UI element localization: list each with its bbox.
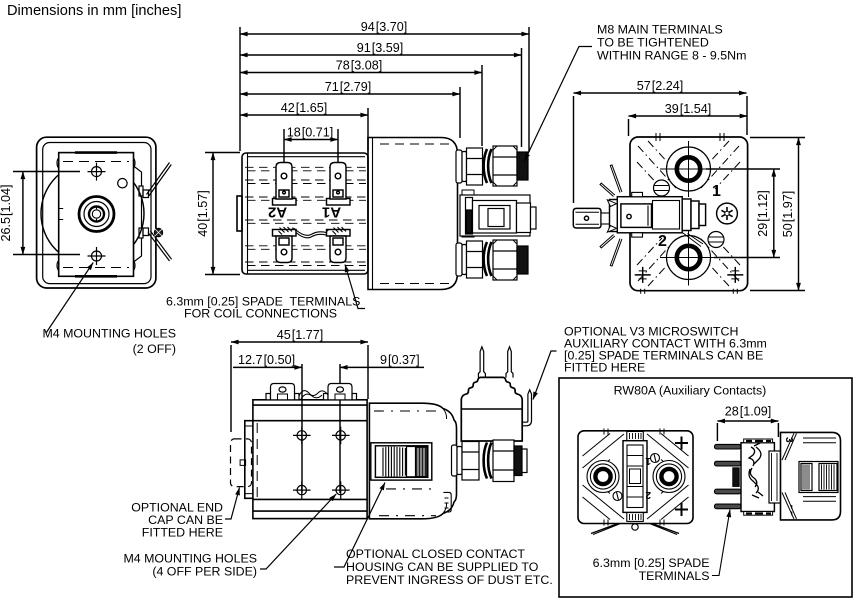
svg-text:TO BE TIGHTENED: TO BE TIGHTENED <box>597 36 709 50</box>
svg-text:91 [3.59]: 91 [3.59] <box>357 41 404 55</box>
svg-text:50 [1.97]: 50 [1.97] <box>781 191 795 238</box>
svg-text:2: 2 <box>658 233 667 250</box>
svg-text:45 [1.77]: 45 [1.77] <box>277 328 324 342</box>
svg-text:39 [1.54]: 39 [1.54] <box>665 102 712 116</box>
svg-text:RW80A (Auxiliary Contacts): RW80A (Auxiliary Contacts) <box>614 384 767 398</box>
svg-text:78 [3.08]: 78 [3.08] <box>336 59 383 73</box>
svg-text:29 [1.12]: 29 [1.12] <box>756 190 770 237</box>
svg-text:42 [1.65]: 42 [1.65] <box>281 101 328 115</box>
svg-text:18 [0.71]: 18 [0.71] <box>287 126 334 140</box>
svg-text:TERMINALS: TERMINALS <box>639 569 710 583</box>
svg-text:(2 OFF): (2 OFF) <box>133 342 176 356</box>
svg-text:M4 MOUNTING HOLES: M4 MOUNTING HOLES <box>42 327 176 341</box>
svg-text:PREVENT INGRESS OF DUST ETC.: PREVENT INGRESS OF DUST ETC. <box>346 573 553 587</box>
svg-text:OPTIONAL END: OPTIONAL END <box>131 501 223 515</box>
svg-text:12.7 [0.50]: 12.7 [0.50] <box>238 353 295 367</box>
svg-text:6.3mm [0.25] SPADE TERMINALS: 6.3mm [0.25] SPADE TERMINALS <box>166 295 360 309</box>
svg-text:40 [1.57]: 40 [1.57] <box>196 190 210 237</box>
svg-text:OPTIONAL V3 MICROSWITCH: OPTIONAL V3 MICROSWITCH <box>564 325 738 339</box>
svg-text:6.3mm [0.25] SPADE: 6.3mm [0.25] SPADE <box>593 556 710 570</box>
svg-text:26.5 [1.04]: 26.5 [1.04] <box>0 184 13 241</box>
svg-text:94 [3.70]: 94 [3.70] <box>361 20 408 34</box>
svg-text:3: 3 <box>783 437 794 443</box>
svg-text:FITTED HERE: FITTED HERE <box>142 526 223 540</box>
svg-text:Dimensions in mm [inches]: Dimensions in mm [inches] <box>7 3 181 19</box>
svg-text:(4 OFF PER SIDE): (4 OFF PER SIDE) <box>152 565 257 579</box>
svg-text:57 [2.24]: 57 [2.24] <box>637 79 684 93</box>
svg-text:1: 1 <box>712 183 721 200</box>
svg-text:CAP CAN BE: CAP CAN BE <box>148 513 223 527</box>
svg-text:M8 MAIN TERMINALS: M8 MAIN TERMINALS <box>597 23 723 37</box>
svg-text:A1: A1 <box>322 204 341 221</box>
svg-text:1: 1 <box>645 455 651 466</box>
svg-text:[0.25] SPADE TERMINALS CAN BE: [0.25] SPADE TERMINALS CAN BE <box>564 349 763 363</box>
svg-text:A2: A2 <box>268 204 287 221</box>
svg-text:2: 2 <box>645 489 651 500</box>
svg-text:WITHIN RANGE 8 - 9.5Nm: WITHIN RANGE 8 - 9.5Nm <box>597 49 746 63</box>
svg-text:71 [2.79]: 71 [2.79] <box>325 80 372 94</box>
svg-text:OPTIONAL CLOSED CONTACT: OPTIONAL CLOSED CONTACT <box>346 547 525 561</box>
svg-text:FITTED HERE: FITTED HERE <box>564 361 645 375</box>
svg-text:HOUSING CAN BE SUPPLIED TO: HOUSING CAN BE SUPPLIED TO <box>346 560 539 574</box>
svg-text:AUXILIARY CONTACT WITH 6.3mm: AUXILIARY CONTACT WITH 6.3mm <box>564 337 767 351</box>
svg-text:FOR COIL CONNECTIONS: FOR COIL CONNECTIONS <box>184 307 337 321</box>
svg-text:M4 MOUNTING HOLES: M4 MOUNTING HOLES <box>123 552 257 566</box>
svg-text:9 [0.37]: 9 [0.37] <box>380 353 420 367</box>
svg-text:28 [1.09]: 28 [1.09] <box>725 405 772 419</box>
